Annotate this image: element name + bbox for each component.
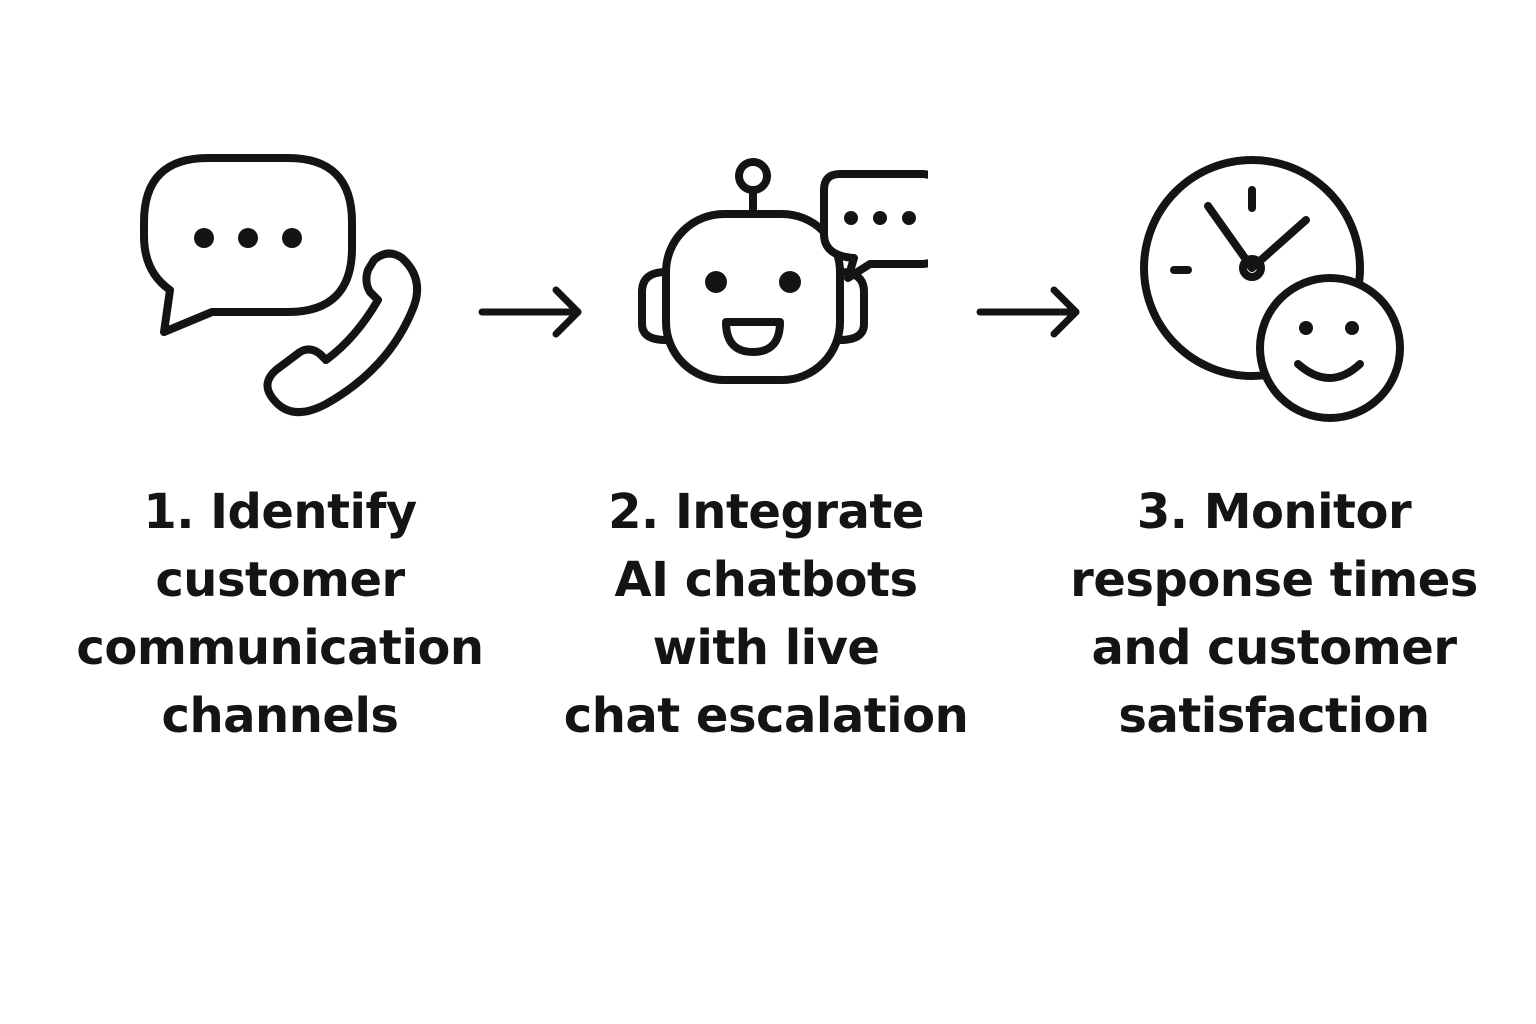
chatbot-icon — [608, 140, 928, 440]
clock-smiley-icon — [1110, 140, 1430, 440]
step-3-line-2: response times — [1070, 552, 1478, 608]
step-2-label: 2. Integrate AI chatbots with live chat … — [526, 478, 1006, 750]
arrow-right-icon — [968, 286, 1088, 338]
step-3-line-1: 3. Monitor — [1136, 484, 1412, 540]
step-1-line-4: channels — [161, 688, 399, 744]
step-1-line-3: communication — [76, 620, 484, 676]
step-3-line-4: satisfaction — [1118, 688, 1430, 744]
step-1-label: 1. Identify customer communication chann… — [40, 478, 520, 750]
step-2-line-3: with live — [652, 620, 880, 676]
step-3-line-3: and customer — [1091, 620, 1458, 676]
step-1-line-2: customer — [155, 552, 405, 608]
chat-phone-icon — [120, 140, 440, 440]
step-3-label: 3. Monitor response times and customer s… — [1034, 478, 1514, 750]
step-2-line-2: AI chatbots — [614, 552, 918, 608]
step-2-line-4: chat escalation — [563, 688, 969, 744]
arrow-right-icon — [470, 286, 590, 338]
step-1-line-1: 1. Identify — [143, 484, 417, 540]
step-2-line-1: 2. Integrate — [608, 484, 924, 540]
